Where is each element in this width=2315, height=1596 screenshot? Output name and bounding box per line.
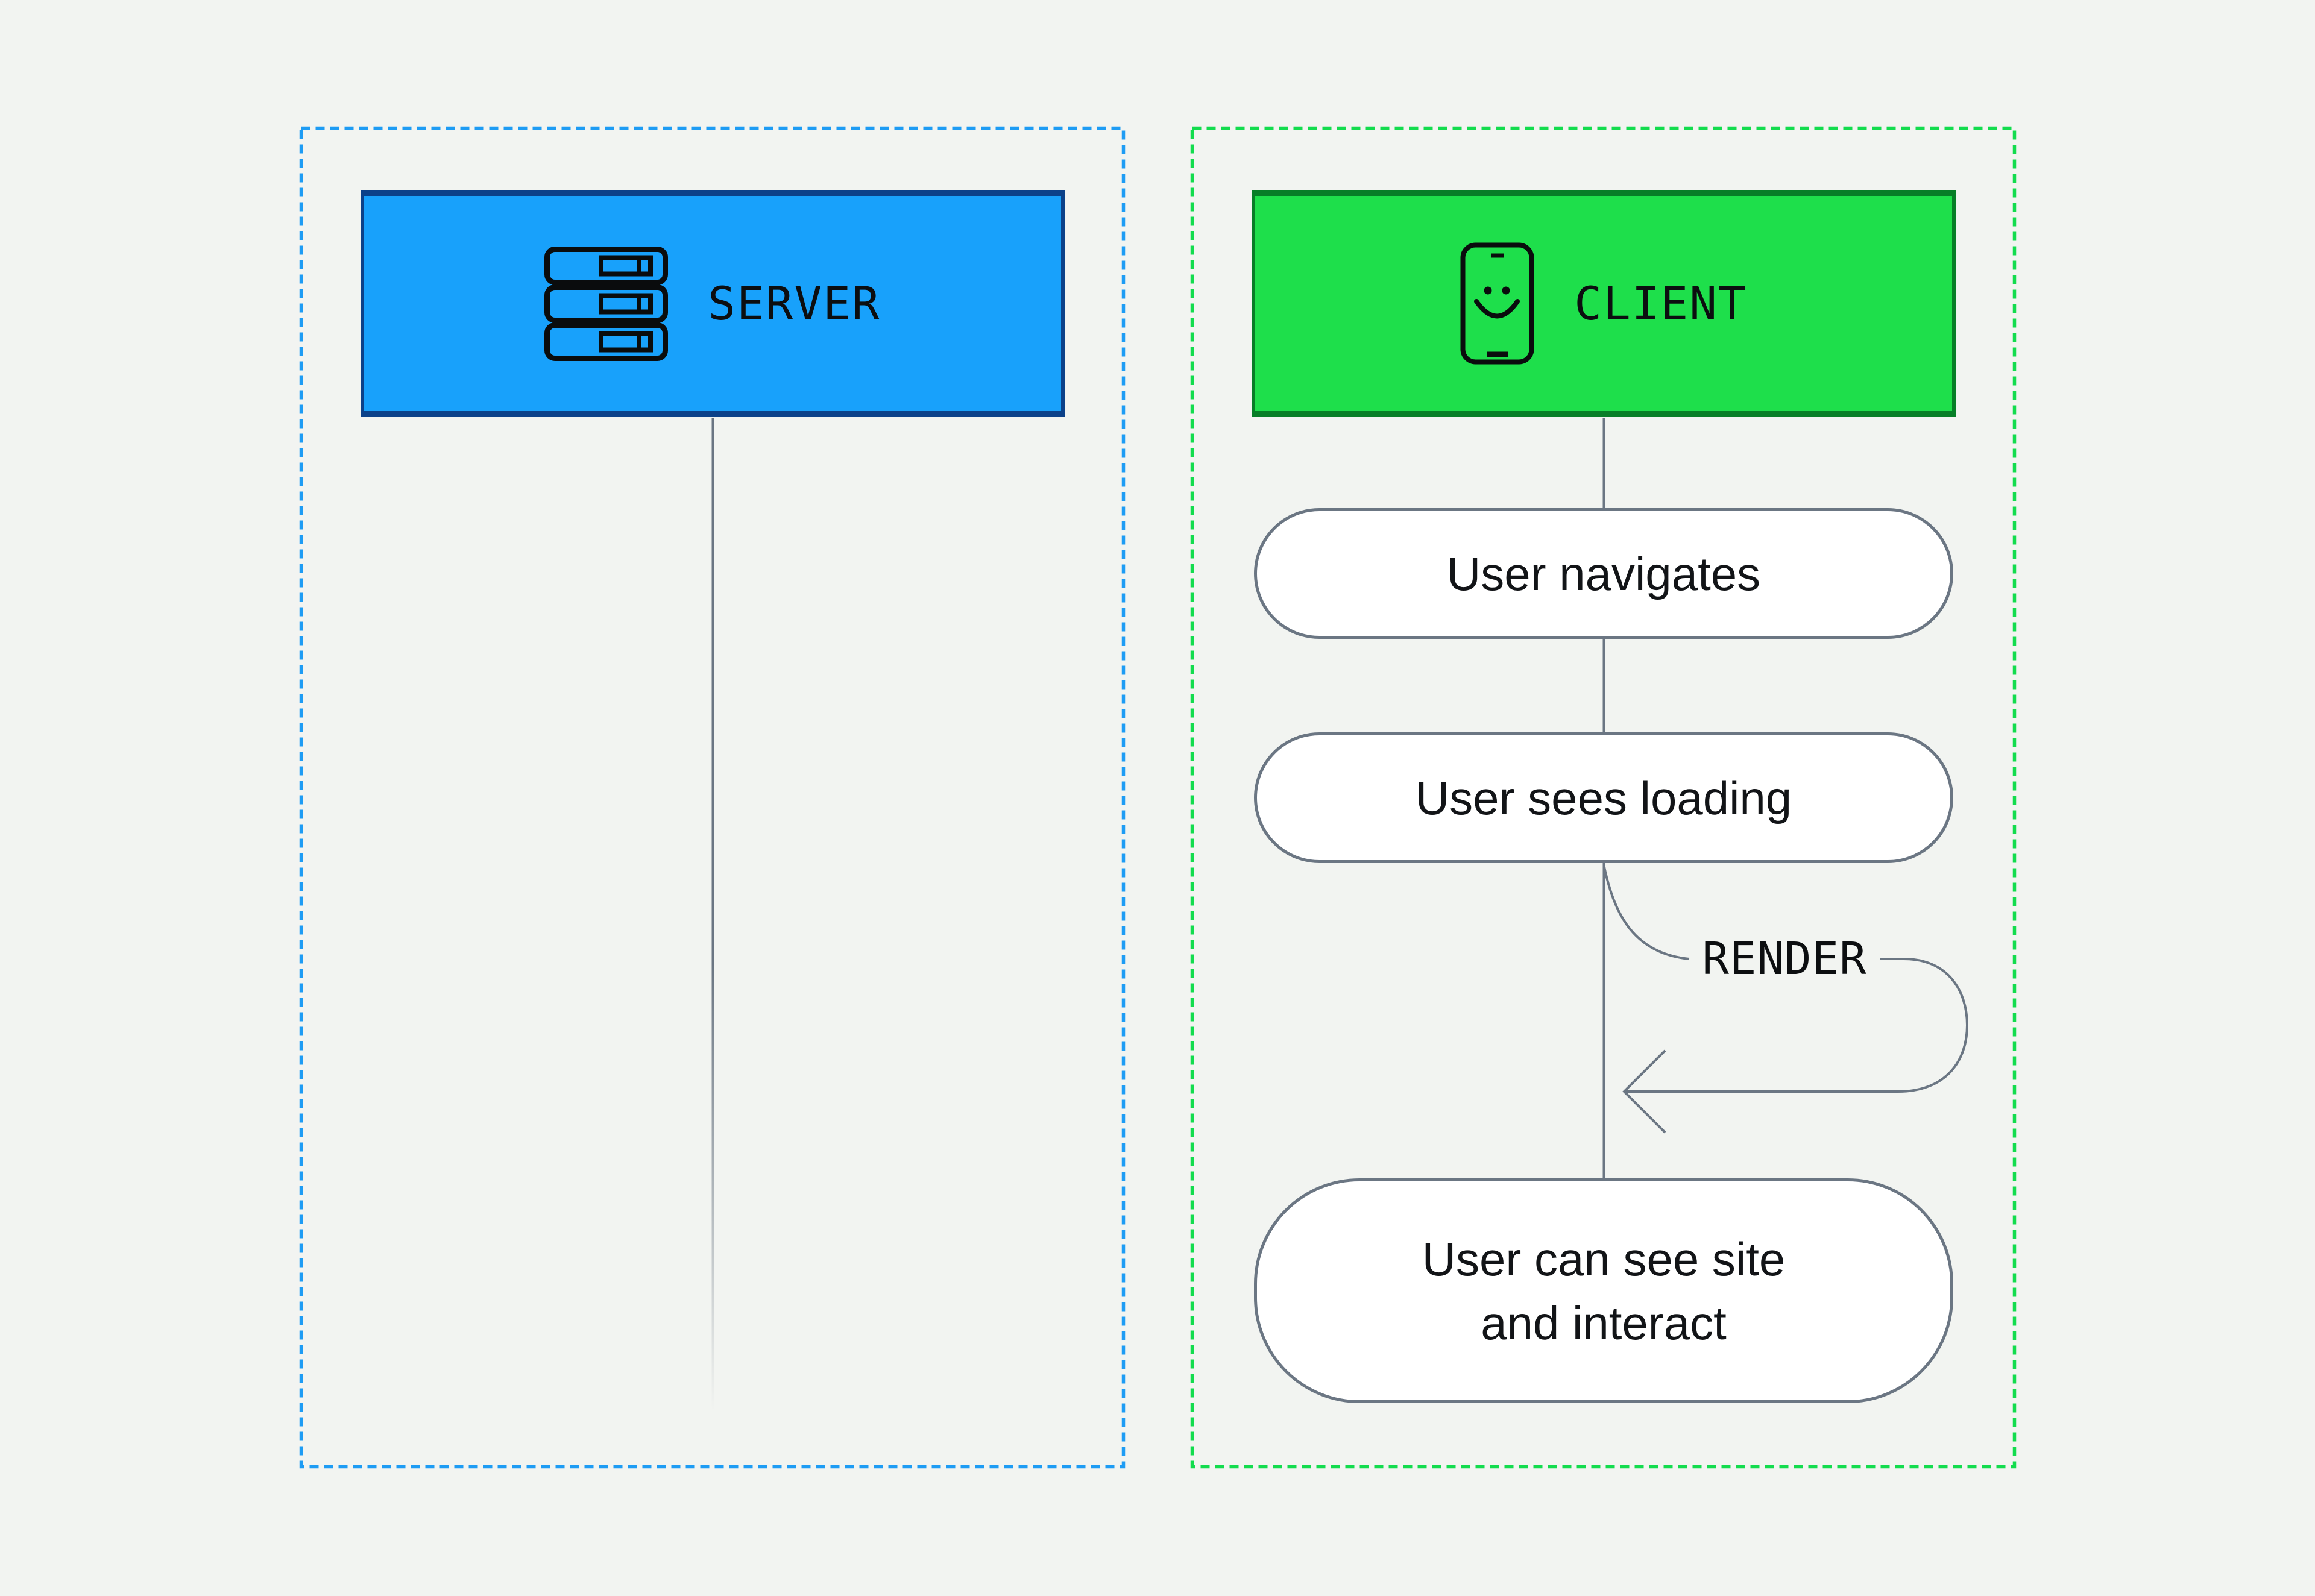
arrowhead-left-icon: [1622, 1049, 1666, 1134]
client-panel-border: [1190, 126, 2017, 1469]
step-user-navigates: User navigates: [1254, 508, 1953, 639]
server-stack-icon: [544, 246, 669, 361]
server-node: SERVER: [361, 190, 1065, 417]
step-label: User sees loading: [1415, 771, 1792, 825]
step-label: User navigates: [1446, 547, 1761, 600]
server-panel-border: [299, 126, 1126, 1469]
server-node-label: SERVER: [708, 277, 881, 330]
render-loop-curve-in: [1602, 865, 1690, 960]
step-label: User can see site: [1422, 1232, 1786, 1286]
client-node-label: CLIENT: [1574, 277, 1747, 330]
client-node: CLIENT: [1252, 190, 1956, 417]
phone-smiley-icon: [1460, 242, 1534, 365]
step-user-can-see-site: User can see site and interact: [1254, 1178, 1953, 1403]
render-loop-label: RENDER: [1702, 933, 1867, 985]
render-loop-arc: [1624, 958, 1969, 1093]
step-user-sees-loading: User sees loading: [1254, 732, 1953, 863]
step-label-line2: and interact: [1481, 1296, 1727, 1349]
